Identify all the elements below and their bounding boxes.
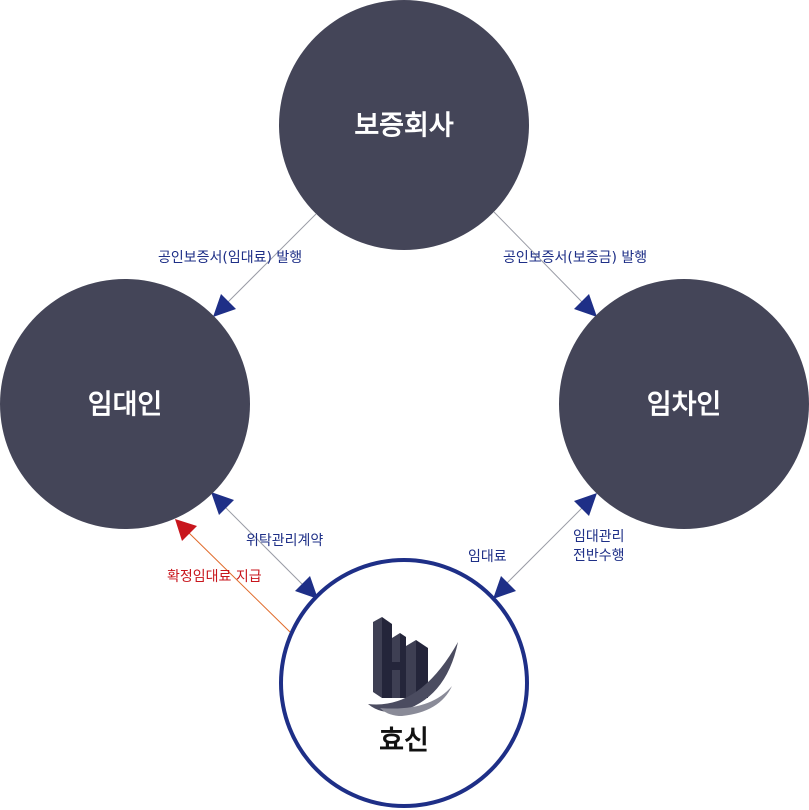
arrowhead-hyosin-from-tenant (493, 576, 516, 599)
node-hyosin: 효신 (279, 558, 529, 808)
edge-line-company-landlord (225, 213, 317, 305)
edge-line-tenant-hyosin (503, 501, 589, 587)
edge-label-hyosin-landlord: 확정임대료 지급 (167, 569, 262, 585)
arrowhead-to-landlord (213, 294, 236, 317)
edge-line-company-tenant (493, 211, 585, 305)
hyosin-logo-icon (368, 617, 458, 716)
arrowhead-tenant-from-hyosin (574, 493, 597, 516)
node-label-guarantee-company: 보증회사 (354, 111, 454, 142)
arrowhead-hyosin-from-landlord (295, 576, 318, 599)
node-label-landlord: 임대인 (88, 390, 163, 421)
edge-label-company-tenant: 공인보증서(보증금) 발행 (503, 250, 647, 266)
edge-line-landlord-hyosin (221, 503, 307, 589)
edge-label-tenant-hyosin: 임대료 (468, 549, 507, 565)
node-tenant: 임차인 (559, 279, 809, 529)
edge-line-hyosin-landlord-red (185, 529, 291, 633)
edge-label-hyosin-tenant-line2: 전반수행 (573, 548, 625, 564)
node-guarantee-company: 보증회사 (279, 0, 529, 250)
edge-label-hyosin-tenant-line1: 임대관리 (573, 529, 625, 545)
edge-label-company-landlord: 공인보증서(임대료) 발행 (158, 250, 302, 266)
arrowhead-landlord-from-hyosin (211, 492, 234, 515)
edge-label-landlord-hyosin: 위탁관리계약 (246, 533, 323, 549)
arrowhead-red-to-landlord (175, 519, 197, 541)
node-label-hyosin: 효신 (379, 726, 429, 757)
node-landlord: 임대인 (0, 279, 250, 529)
node-label-tenant: 임차인 (647, 390, 722, 421)
arrowhead-to-tenant (574, 294, 597, 317)
